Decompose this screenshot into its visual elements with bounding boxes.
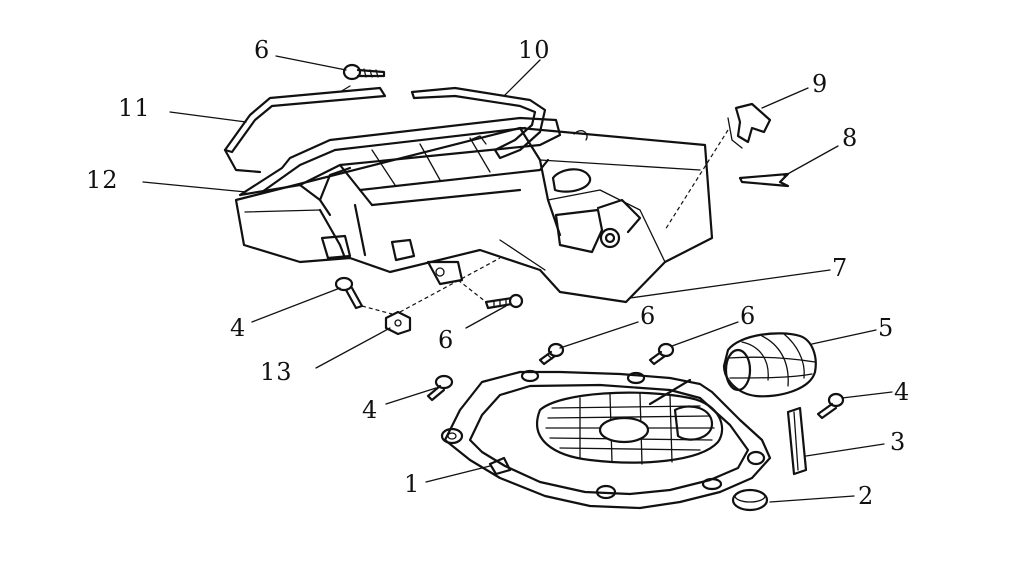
- assembly-guide-line: [457, 279, 487, 303]
- part-12-frame: [238, 116, 562, 217]
- part-7-cover-body: [234, 126, 714, 304]
- callout-12: 12: [86, 166, 119, 194]
- callout-6-lower-b: 6: [740, 302, 756, 330]
- part-6-screw-mid: [484, 293, 524, 310]
- part-6-screw-c: [648, 342, 675, 366]
- part-11-handle-bar: [223, 85, 387, 174]
- part-5-filter-element: [722, 332, 817, 398]
- callout-10: 10: [518, 36, 551, 64]
- callout-4-lower-left: 4: [362, 396, 378, 424]
- part-9-clip: [727, 102, 772, 149]
- callout-4-upper: 4: [230, 314, 246, 342]
- callout-5: 5: [878, 314, 894, 342]
- part-13-nut: [384, 310, 412, 336]
- part-2-cap: [731, 488, 769, 512]
- callout-6-mid: 6: [438, 326, 454, 354]
- callout-6-top: 6: [254, 36, 270, 64]
- part-3-plate: [786, 406, 808, 476]
- callout-2: 2: [858, 482, 874, 510]
- assembly-guide-line: [361, 305, 393, 315]
- callout-8: 8: [842, 124, 858, 152]
- part-4-screw-right: [816, 392, 845, 420]
- callout-6-lower-a: 6: [640, 302, 656, 330]
- leader-lines: [142, 55, 893, 503]
- part-6-screw-b: [538, 342, 565, 366]
- callout-7: 7: [832, 254, 848, 282]
- callout-4-right: 4: [894, 378, 910, 406]
- callout-11: 11: [118, 94, 151, 122]
- part-10-handle-bar: [410, 86, 547, 160]
- part-4-screw-lower-left: [426, 374, 454, 402]
- callout-3: 3: [890, 428, 906, 456]
- callout-1: 1: [404, 470, 420, 498]
- part-1-housing: [440, 369, 772, 510]
- callout-13: 13: [260, 358, 293, 386]
- callout-9: 9: [812, 70, 828, 98]
- part-6-screw-top: [342, 63, 386, 81]
- assembly-guide-line: [664, 129, 729, 231]
- part-8-pin: [738, 172, 790, 188]
- part-4-screw-left: [334, 276, 364, 310]
- assembly-guide-line: [399, 257, 501, 313]
